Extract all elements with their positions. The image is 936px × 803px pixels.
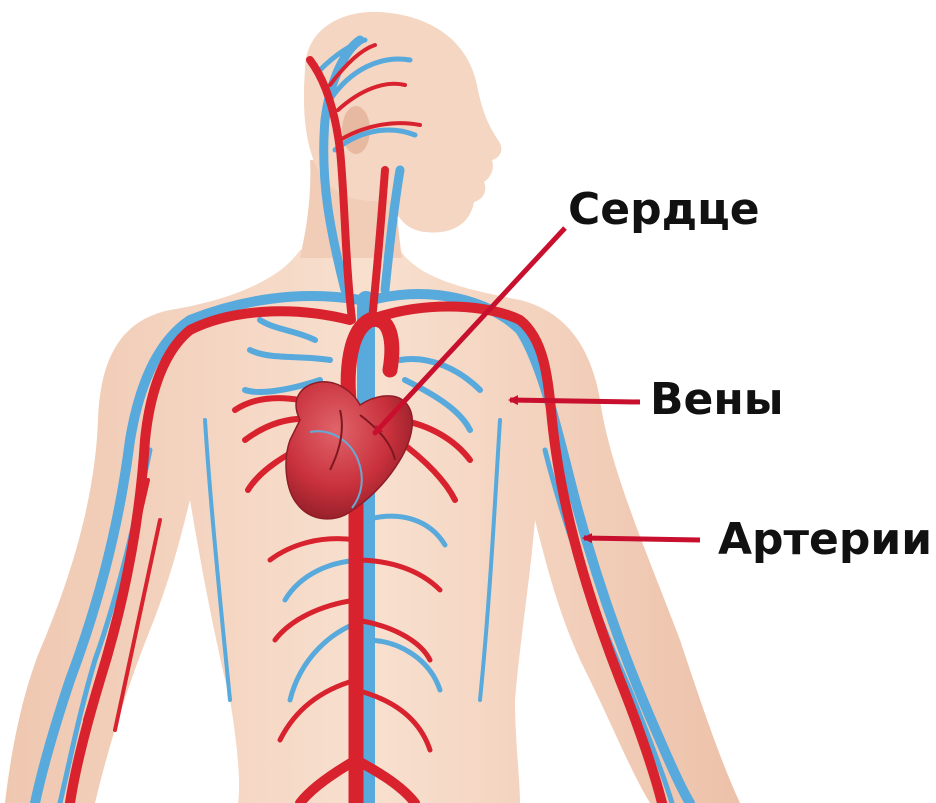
arteries-label: Артерии xyxy=(718,518,932,562)
arteries-pointer-arrow xyxy=(584,538,700,540)
heart-label: Сердце xyxy=(568,188,760,232)
veins-pointer-arrow xyxy=(510,400,640,402)
veins-label: Вены xyxy=(650,378,784,422)
